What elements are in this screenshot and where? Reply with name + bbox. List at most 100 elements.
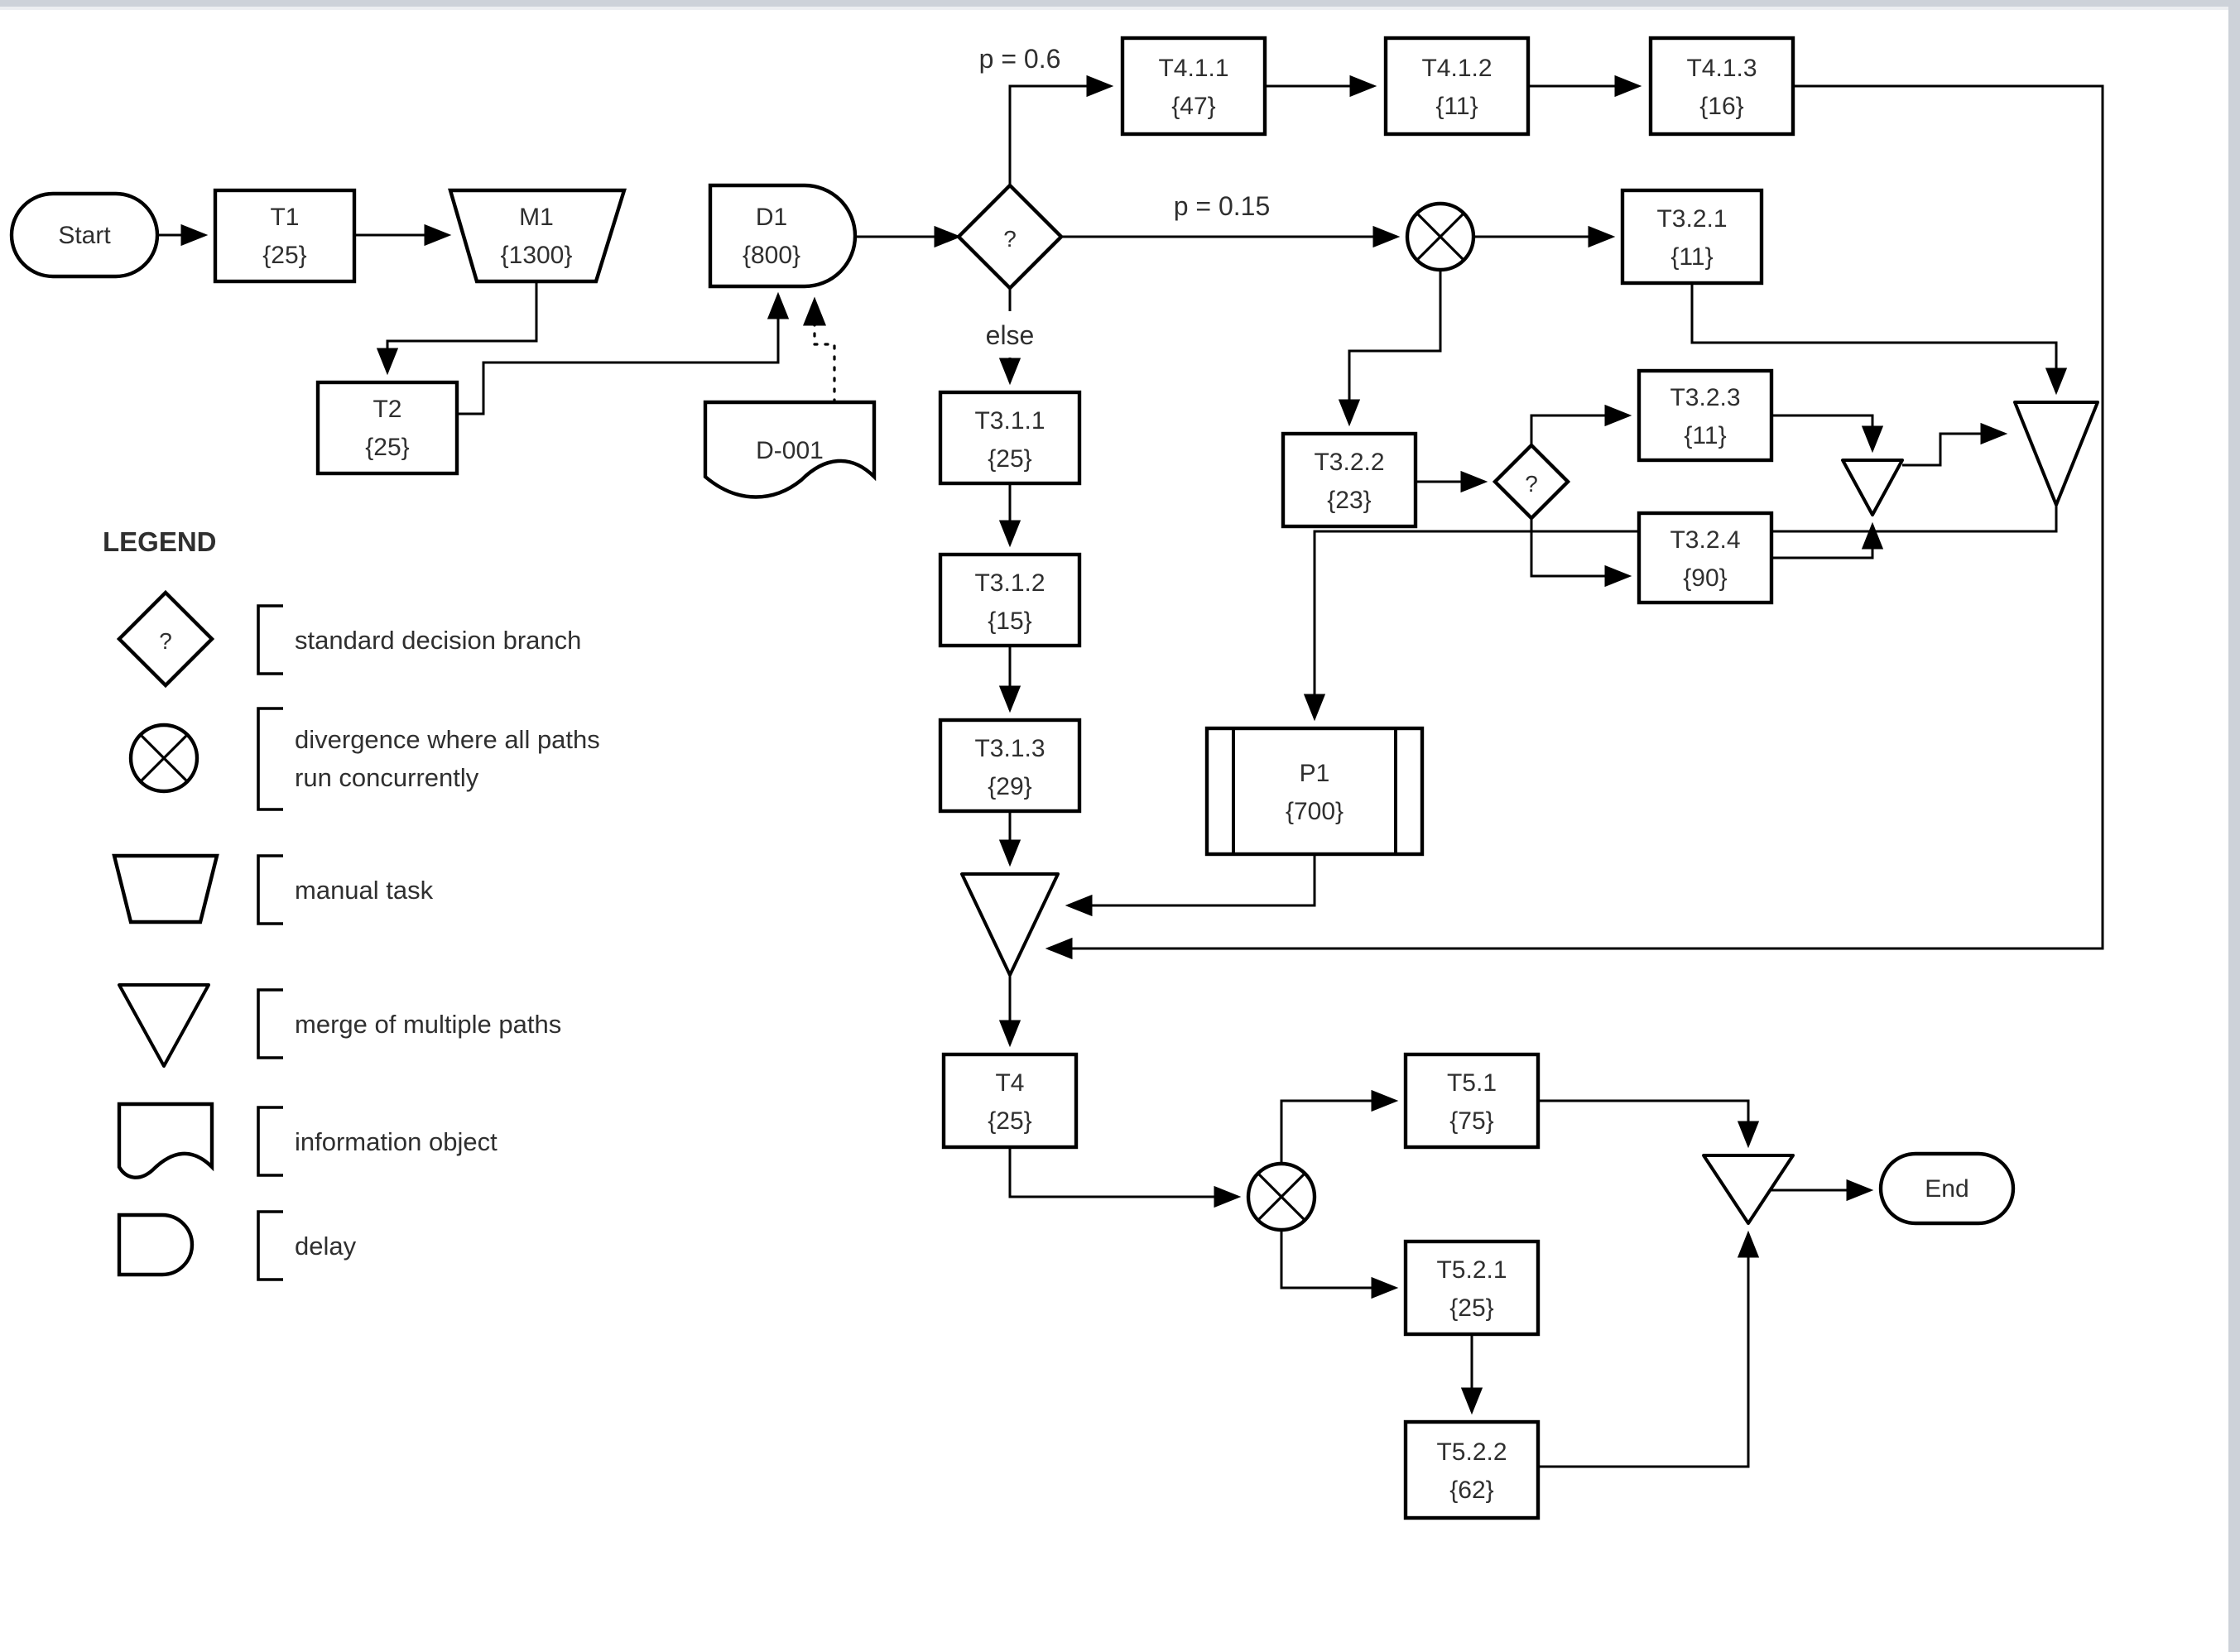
merge-right-triangle[interactable] (2013, 401, 2099, 507)
node-t412[interactable]: T4.1.2 {11} (1383, 36, 1531, 137)
node-d001-information-object[interactable]: D-001 (703, 400, 877, 499)
merge-main-triangle[interactable] (960, 872, 1060, 977)
edge-t321-merge-right (1690, 283, 2068, 396)
t311-label: T3.1.1 (974, 407, 1045, 435)
information-object-document-icon (117, 1102, 214, 1179)
merge-small-triangle[interactable] (1841, 459, 1904, 516)
edge-m1-t2 (376, 281, 538, 376)
legend-bracket (257, 1106, 283, 1177)
p1-subprocess-shape (1204, 726, 1425, 857)
legend-divergence-label-line2: run concurrently (295, 763, 479, 792)
legend: LEGEND ? standard decision branch diverg… (103, 526, 600, 1281)
legend-item-merge: merge of multiple paths (118, 983, 561, 1068)
edge-xor1-t322 (1338, 270, 1442, 427)
t412-label: T4.1.2 (1421, 55, 1492, 82)
node-end[interactable]: End (1878, 1151, 2016, 1226)
legend-item-delay: delay (117, 1210, 357, 1281)
node-xor2-divergence[interactable] (1246, 1161, 1317, 1232)
decision1-diamond-shape (955, 182, 1065, 291)
p1-label: P1 (1300, 760, 1330, 787)
edge-t324-merge-small (1771, 521, 1884, 559)
top-window-bar-edge (0, 7, 2240, 10)
t2-duration: {25} (365, 434, 409, 461)
legend-bracket (257, 707, 283, 811)
t313-label: T3.1.3 (974, 735, 1045, 762)
t4-task-shape (941, 1052, 1079, 1150)
t522-task-shape (1403, 1419, 1541, 1520)
edge-t323-merge-small (1771, 414, 1884, 454)
edge-p1-merge-main (1065, 854, 1316, 917)
t321-duration: {11} (1670, 243, 1713, 271)
t412-task-shape (1383, 36, 1531, 137)
delay-shape-icon (117, 1213, 195, 1277)
t313-task-shape (938, 718, 1082, 814)
merge-end-triangle[interactable] (1702, 1154, 1795, 1225)
node-t311[interactable]: T3.1.1 {25} (938, 390, 1082, 486)
node-t4[interactable]: T4 {25} (941, 1052, 1079, 1150)
node-decision-1[interactable]: ? (955, 182, 1065, 291)
t411-label: T4.1.1 (1158, 55, 1228, 82)
t521-label: T5.2.1 (1436, 1256, 1507, 1284)
t2-task-shape (315, 380, 459, 476)
edge-t522-merge-end (1538, 1230, 1760, 1468)
d1-label: D1 (756, 204, 787, 231)
node-xor1-divergence[interactable] (1405, 201, 1476, 272)
t51-duration: {75} (1449, 1107, 1493, 1135)
decision2-diamond-shape (1492, 442, 1571, 521)
node-t324[interactable]: T3.2.4 {90} (1637, 511, 1774, 605)
legend-decision-label: standard decision branch (295, 626, 581, 655)
node-t312[interactable]: T3.1.2 {15} (938, 552, 1082, 648)
node-decision-2[interactable]: ? (1492, 442, 1571, 521)
node-d1-delay[interactable]: D1 {800} (708, 183, 858, 289)
edge-dec2-t323 (1530, 404, 1632, 445)
node-p1-subprocess[interactable]: P1 {700} (1204, 726, 1425, 857)
t412-duration: {11} (1435, 93, 1478, 120)
t522-duration: {62} (1449, 1477, 1493, 1504)
t1-label: T1 (270, 204, 299, 231)
t4-duration: {25} (988, 1107, 1031, 1135)
t521-duration: {25} (1449, 1294, 1493, 1322)
edge-dec2-t324 (1530, 518, 1632, 588)
node-start[interactable]: Start (9, 191, 160, 279)
node-t322[interactable]: T3.2.2 {23} (1281, 431, 1418, 529)
node-t313[interactable]: T3.1.3 {29} (938, 718, 1082, 814)
t324-label: T3.2.4 (1670, 526, 1740, 554)
edge-label-else: else (986, 320, 1035, 350)
legend-bracket (257, 854, 283, 925)
node-t413[interactable]: T4.1.3 {16} (1648, 36, 1795, 137)
xor1-cross-line (1416, 212, 1465, 262)
t411-task-shape (1120, 36, 1267, 137)
edge-d001-d1-dotted (802, 296, 836, 404)
edge-label-p06: p = 0.6 (979, 44, 1061, 74)
node-t51[interactable]: T5.1 {75} (1403, 1052, 1541, 1150)
node-t321[interactable]: T3.2.1 {11} (1620, 188, 1764, 286)
edge-xor2-t521 (1280, 1230, 1399, 1299)
node-m1-manual-task[interactable]: M1 {1300} (448, 188, 627, 284)
d1-duration: {800} (743, 242, 800, 269)
node-t522[interactable]: T5.2.2 {62} (1403, 1419, 1541, 1520)
vertical-scrollbar[interactable] (2228, 0, 2240, 1652)
legend-divergence-label-line1: divergence where all paths (295, 725, 600, 754)
merge-triangle-icon (118, 983, 210, 1068)
node-t521[interactable]: T5.2.1 {25} (1403, 1239, 1541, 1337)
node-t411[interactable]: T4.1.1 {47} (1120, 36, 1267, 137)
decision1-label: ? (1003, 226, 1017, 252)
t521-task-shape (1403, 1239, 1541, 1337)
edge-t413-merge-main (1045, 84, 2104, 960)
t413-duration: {16} (1699, 93, 1743, 120)
node-t323[interactable]: T3.2.3 {11} (1637, 368, 1774, 463)
start-label: Start (58, 222, 111, 249)
divergence-cross-line (139, 733, 189, 783)
end-terminator-shape (1878, 1151, 2016, 1226)
d001-label: D-001 (756, 437, 824, 464)
t322-label: T3.2.2 (1314, 449, 1384, 476)
t321-task-shape (1620, 188, 1764, 286)
d1-delay-shape (708, 183, 858, 289)
t51-label: T5.1 (1447, 1069, 1497, 1097)
t312-task-shape (938, 552, 1082, 648)
node-t1[interactable]: T1 {25} (213, 188, 357, 284)
node-t2[interactable]: T2 {25} (315, 380, 459, 476)
t2-label: T2 (373, 396, 401, 423)
